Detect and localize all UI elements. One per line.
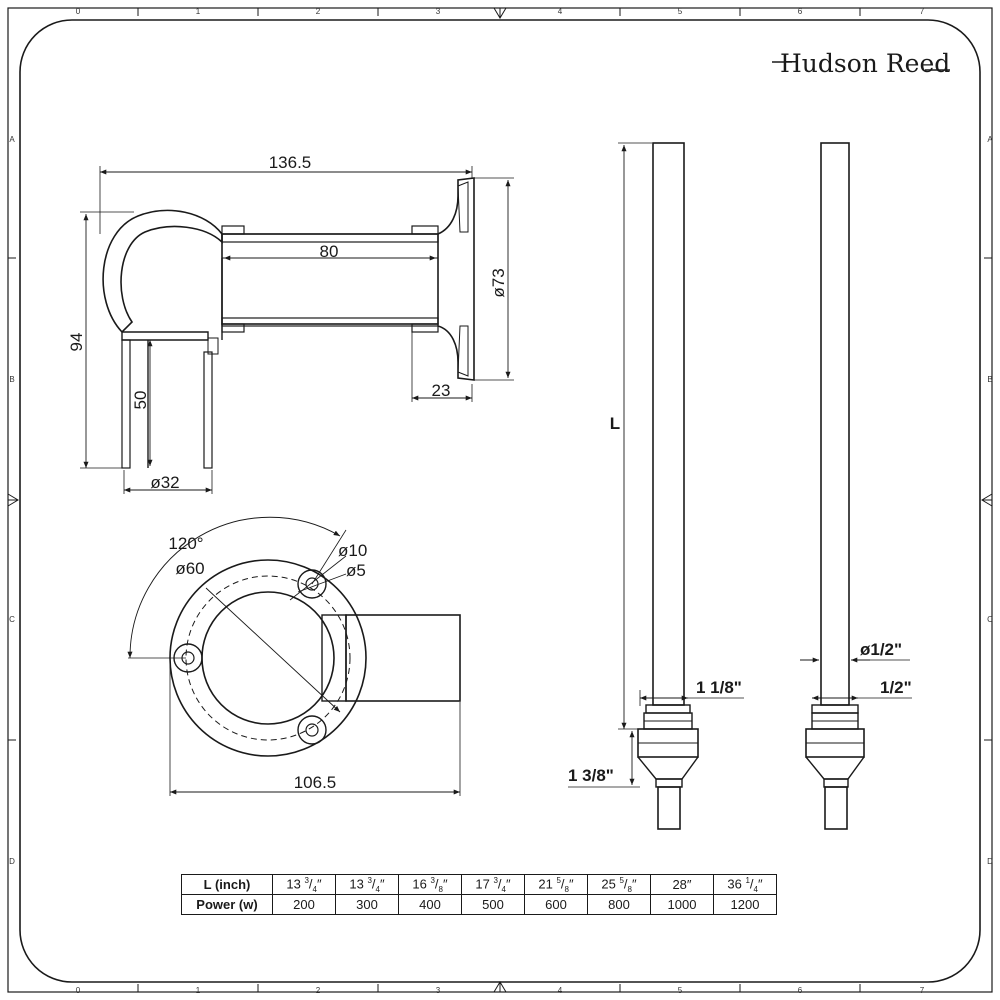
grid-row-label: A <box>987 135 993 144</box>
overall-width-label: 136.5 <box>269 153 312 172</box>
length-cell: 28″ <box>650 874 714 895</box>
outlet-diameter-label: ø32 <box>150 473 179 492</box>
grid-ticks <box>8 8 992 992</box>
hole-inner-label: ø5 <box>346 561 366 580</box>
length-cell: 21 5/8″ <box>524 874 588 895</box>
grid-col-label: 5 <box>678 986 683 995</box>
grid-col-label: 4 <box>558 986 563 995</box>
body-diameter-label: 1 1/8" <box>696 678 742 697</box>
grid-col-label: 2 <box>316 986 321 995</box>
grid-row-label: B <box>987 375 992 384</box>
heating-element-left: L 1 1/8" 1 3/8" <box>568 142 744 830</box>
brand-logo: Hudson Reed <box>772 49 950 78</box>
nut-height-label: 1 3/8" <box>568 766 614 785</box>
outlet-length-label: 50 <box>131 391 150 410</box>
length-cell: 36 1/4″ <box>713 874 777 895</box>
grid-col-label: 3 <box>436 986 441 995</box>
grid-col-label: 4 <box>558 7 563 16</box>
power-cell: 500 <box>461 894 525 915</box>
grid-row-label: D <box>9 857 15 866</box>
grid-col-label: 2 <box>316 7 321 16</box>
flange-diameter-label: ø73 <box>489 268 508 297</box>
power-cell: 600 <box>524 894 588 915</box>
grid-row-label: C <box>987 615 993 624</box>
grid-col-label: 1 <box>196 986 201 995</box>
thread-diameter-label: ø1/2" <box>860 640 902 659</box>
grid-col-label: 0 <box>76 7 81 16</box>
grid-col-label: 1 <box>196 7 201 16</box>
hole-outer-label: ø10 <box>338 541 367 560</box>
length-cell: 25 5/8″ <box>587 874 651 895</box>
power-cell: 200 <box>272 894 336 915</box>
table-row: L (inch) 13 3/4″ 13 3/4″ 16 3/8″ 17 3/4″… <box>181 874 777 895</box>
length-cell: 13 3/4″ <box>335 874 399 895</box>
heating-element-right: ø1/2" 1/2" <box>800 142 912 830</box>
length-cell: 16 3/8″ <box>398 874 462 895</box>
height-label: 94 <box>67 333 86 352</box>
power-cell: 300 <box>335 894 399 915</box>
power-cell: 800 <box>587 894 651 915</box>
grid-col-label: 7 <box>920 7 925 16</box>
grid-col-label: 6 <box>798 986 803 995</box>
length-cell: 17 3/4″ <box>461 874 525 895</box>
sheet-border <box>7 7 993 993</box>
power-cell: 1200 <box>713 894 777 915</box>
drawing-frame <box>19 19 981 983</box>
centre-marks <box>7 7 993 993</box>
grid-col-label: 5 <box>678 7 683 16</box>
power-cell: 1000 <box>650 894 714 915</box>
grid-col-label: 7 <box>920 986 925 995</box>
row-header-power: Power (w) <box>181 894 273 915</box>
power-cell: 400 <box>398 894 462 915</box>
length-cell: 13 3/4″ <box>272 874 336 895</box>
tube-length-label: 80 <box>320 242 339 261</box>
flange-depth-label: 23 <box>432 381 451 400</box>
row-header-length: L (inch) <box>181 874 273 895</box>
thread-size-label: 1/2" <box>880 678 912 697</box>
grid-col-label: 6 <box>798 7 803 16</box>
grid-col-label: 0 <box>76 986 81 995</box>
power-spec-table: L (inch) 13 3/4″ 13 3/4″ 16 3/8″ 17 3/4″… <box>181 874 777 915</box>
grid-col-label: 3 <box>436 7 441 16</box>
grid-row-label: A <box>9 135 15 144</box>
angle-label: 120° <box>168 534 203 553</box>
top-view-section: 120° ø60 ø10 ø5 106.5 <box>127 516 461 796</box>
grid-row-label: D <box>987 857 993 866</box>
brand-name: Hudson Reed <box>780 49 950 78</box>
grid-row-label: C <box>9 615 15 624</box>
side-view-section: 136.5 80 94 50 ø32 ø73 23 <box>67 153 514 494</box>
length-L-label: L <box>610 414 620 433</box>
pcd-label: ø60 <box>175 559 204 578</box>
grid-labels: 0 1 2 3 4 5 6 7 0 1 2 3 4 5 6 7 A B C D … <box>9 7 993 995</box>
top-width-label: 106.5 <box>294 773 337 792</box>
grid-row-label: B <box>9 375 14 384</box>
table-row: Power (w) 200 300 400 500 600 800 1000 1… <box>181 894 777 915</box>
